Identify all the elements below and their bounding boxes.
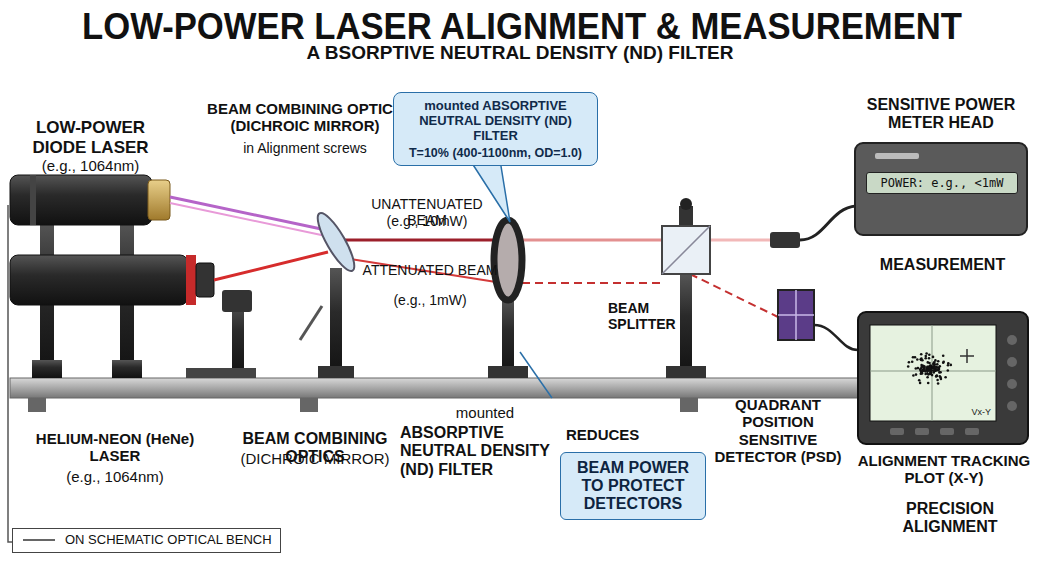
node-text: BEAM POWER TO PROTECT DETECTORS xyxy=(567,459,699,513)
part-label: (e.g., 10mW) xyxy=(352,213,502,229)
part-label: A BSORPTIVE NEUTRAL DENSITY (ND) FILTER xyxy=(300,42,740,64)
part-label: ABSORPTIVE NEUTRAL DENSITY (ND) FILTER xyxy=(400,424,560,479)
meter-display: POWER: e.g., <1mW xyxy=(866,172,1018,194)
part-label: LOW-POWER DIODE LASER xyxy=(8,118,173,157)
part-label: ATTENUATED BEAM xyxy=(360,262,500,278)
part-label: (e.g., 1064nm) xyxy=(30,468,200,485)
node-text: mounted ABSORPTIVE NEUTRAL DENSITY (ND) … xyxy=(400,98,591,143)
part-label: PRECISION ALIGNMENT xyxy=(870,500,1030,537)
node-text: Vx-Y xyxy=(971,407,991,417)
part-label: REDUCES xyxy=(566,426,646,443)
part-label: BEAM SPLITTER xyxy=(608,300,678,332)
callout-box: mounted ABSORPTIVE NEUTRAL DENSITY (ND) … xyxy=(393,92,598,166)
plot-screen: Vx-Y xyxy=(870,325,996,421)
part-label: in Alignment screws xyxy=(205,140,405,156)
part-label: (e.g., 1mW) xyxy=(360,292,500,308)
legend-line-sample xyxy=(21,535,57,545)
part-label: BEAM COMBINING OPTICS (DICHROIC MIRROR) xyxy=(205,100,405,135)
part-label: QUADRANT POSITION SENSITIVE DETECTOR (PS… xyxy=(712,396,844,465)
legend-text: ON SCHEMATIC OPTICAL BENCH xyxy=(65,533,272,548)
part-label: (DICHROIC MIRROR) xyxy=(215,450,415,467)
part-label: (e.g., 1064nm) xyxy=(8,157,173,174)
part-label: MEASUREMENT xyxy=(855,256,1030,274)
part-label: SENSITIVE POWER METER HEAD xyxy=(848,96,1034,133)
node-text: POWER: e.g., <1mW xyxy=(881,176,1004,190)
part-label: ALIGNMENT TRACKING PLOT (X-Y) xyxy=(852,452,1036,487)
legend-box: ON SCHEMATIC OPTICAL BENCH xyxy=(12,528,281,553)
node-text: T=10% (400-1100nm, OD=1.0) xyxy=(409,146,582,160)
title: LOW-POWER LASER ALIGNMENT & MEASUREMENT xyxy=(82,6,962,47)
part-label: mounted xyxy=(440,404,530,421)
part-label: HELIUM-NEON (HeNe) LASER xyxy=(30,430,200,465)
note-box: BEAM POWER TO PROTECT DETECTORS xyxy=(560,452,706,520)
